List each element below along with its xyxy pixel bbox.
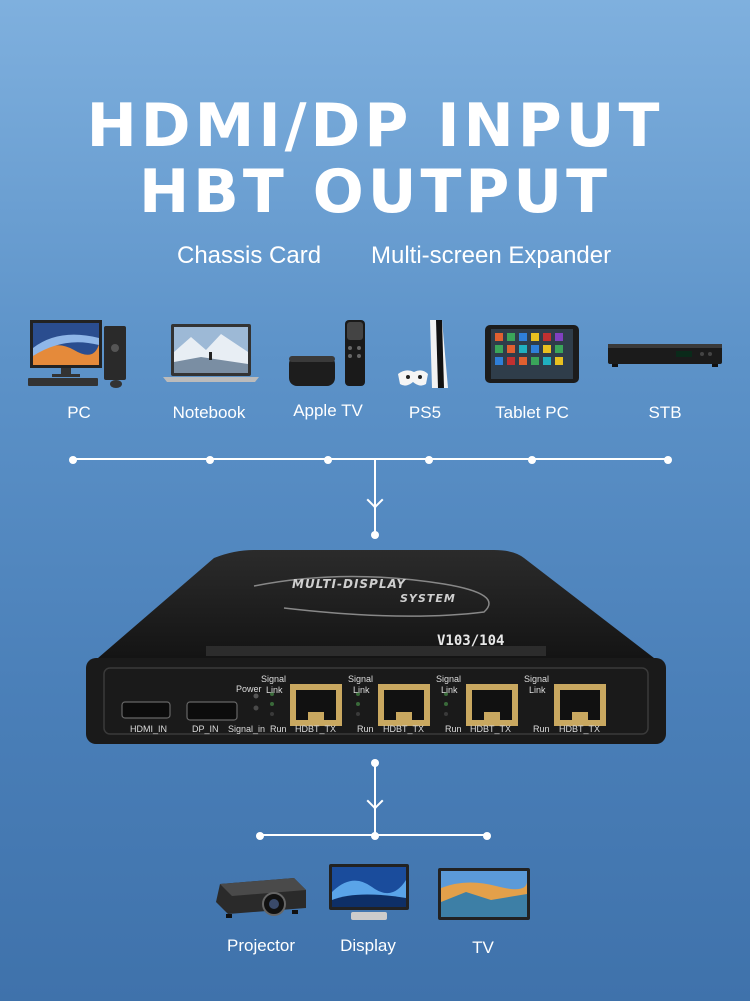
source-down-line	[374, 459, 376, 533]
output-down-line	[374, 762, 376, 836]
source-label-stb: STB	[648, 403, 682, 422]
led-label-signal-1: Signal	[261, 674, 287, 684]
led-label-link-3: Link	[441, 685, 458, 695]
port-label-hdbt-tx-3: HDBT_TX	[470, 724, 512, 734]
led-label-run-1: Run	[270, 724, 287, 734]
source-connector-line	[73, 458, 669, 460]
laptop-icon	[163, 324, 259, 382]
source-label-tablet-pc: Tablet PC	[495, 403, 569, 422]
set-top-box-icon	[608, 344, 722, 367]
led-label-run-4: Run	[533, 724, 550, 734]
monitor-icon	[329, 864, 409, 920]
apple-tv-icon	[289, 320, 365, 386]
source-label-notebook: Notebook	[172, 403, 246, 422]
port-label-signal-in: Signal_in	[228, 724, 266, 734]
connector-dot	[256, 832, 264, 840]
desktop-pc-icon	[28, 320, 126, 388]
connector-dot	[324, 456, 332, 464]
led-label-link-2: Link	[353, 685, 370, 695]
led-label-power: Power	[236, 684, 262, 694]
ps5-icon	[398, 320, 448, 388]
led-label-run-2: Run	[357, 724, 374, 734]
source-label-ps5: PS5	[408, 403, 442, 422]
multi-display-device	[86, 550, 666, 744]
connector-dot	[69, 456, 77, 464]
led-label-link-1: Link	[266, 685, 283, 695]
subtitle-multi-screen-expander: Multi-screen Expander	[371, 242, 612, 269]
output-label-projector: Projector	[226, 936, 296, 955]
source-label-pc: PC	[67, 403, 91, 422]
led-label-link-4: Link	[529, 685, 546, 695]
port-label-hdbt-tx-1: HDBT_TX	[295, 724, 337, 734]
led-label-signal-4: Signal	[524, 674, 550, 684]
output-label-tv: TV	[472, 938, 494, 957]
device-brand-line-1: MULTI-DISPLAY	[292, 577, 407, 591]
connector-dot	[528, 456, 536, 464]
source-label-apple-tv: Apple TV	[293, 401, 363, 420]
headline-line-1: HDMI/DP INPUT	[86, 91, 664, 161]
port-label-dp-in: DP_IN	[192, 724, 219, 734]
port-label-hdmi-in: HDMI_IN	[130, 724, 168, 734]
subtitle-chassis-card: Chassis Card	[177, 242, 322, 269]
device-brand-line-2: SYSTEM	[400, 592, 456, 605]
connector-dot	[206, 456, 214, 464]
led-label-signal-3: Signal	[436, 674, 462, 684]
output-label-display: Display	[340, 936, 396, 955]
projector-icon	[216, 878, 306, 918]
connector-dot	[371, 832, 379, 840]
connector-dot	[664, 456, 672, 464]
device-model: V103/104	[437, 633, 505, 649]
led-label-signal-2: Signal	[348, 674, 374, 684]
down-arrow-icon	[366, 792, 384, 810]
connector-dot	[371, 531, 379, 539]
tablet-icon	[485, 325, 579, 383]
tv-icon	[438, 868, 530, 920]
led-label-run-3: Run	[445, 724, 462, 734]
connector-dot	[425, 456, 433, 464]
connector-dot	[483, 832, 491, 840]
port-label-hdbt-tx-2: HDBT_TX	[383, 724, 425, 734]
headline-line-2: HBT OUTPUT	[138, 157, 612, 227]
down-arrow-icon	[366, 491, 384, 509]
port-label-hdbt-tx-4: HDBT_TX	[559, 724, 601, 734]
